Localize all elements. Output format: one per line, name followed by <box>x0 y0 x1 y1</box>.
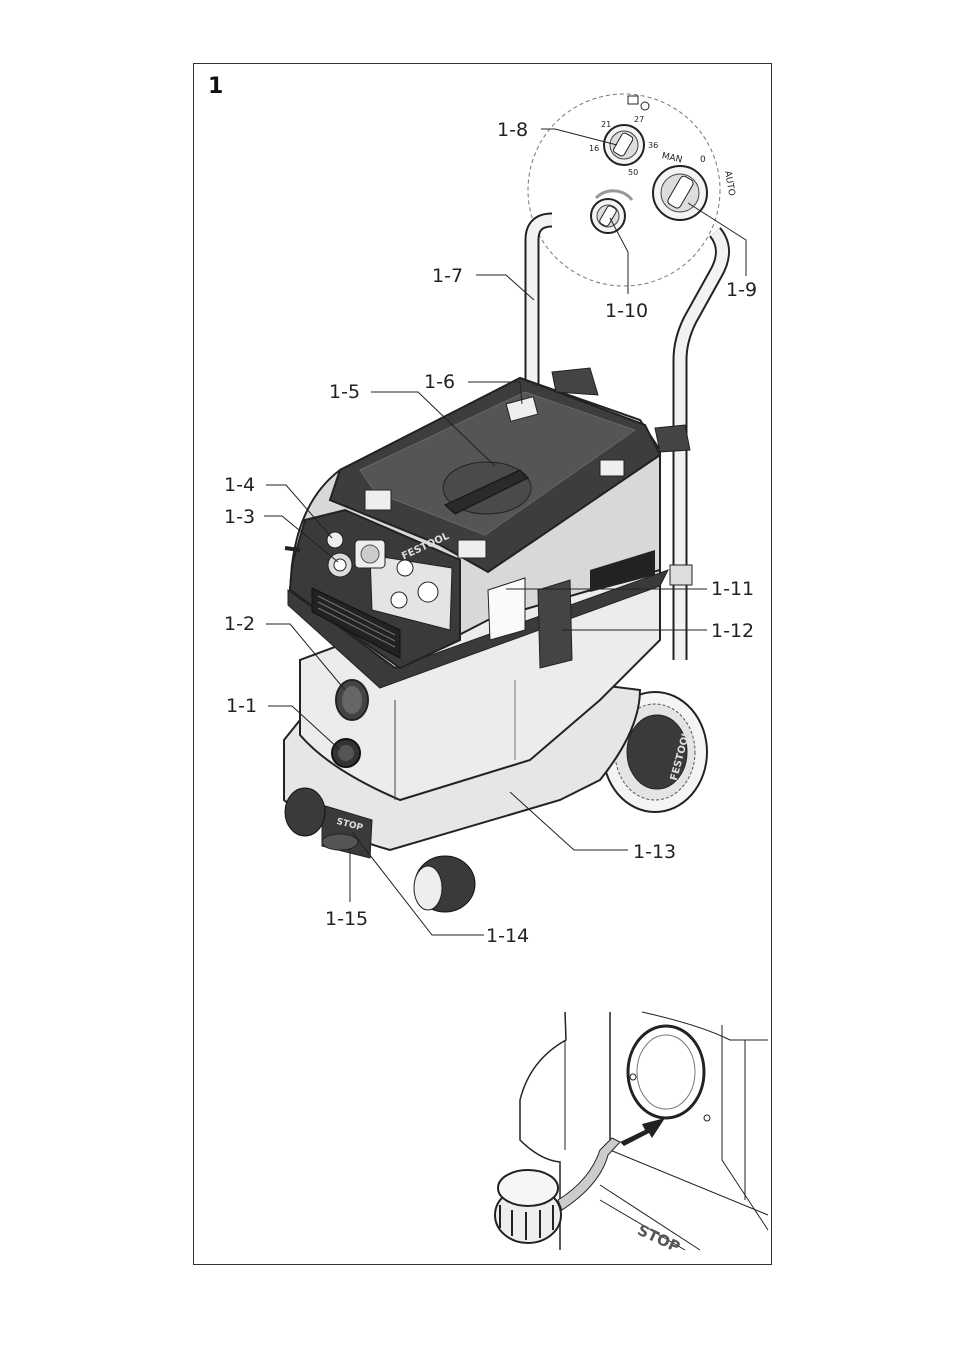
latch <box>364 489 392 511</box>
callout-1-8: 1-8 <box>497 119 528 141</box>
caster <box>284 787 326 837</box>
scale-50: 50 <box>628 168 638 177</box>
insert-arrow-icon <box>620 1118 665 1146</box>
vacuum-body: FESTOOL FESTOOL <box>283 367 708 913</box>
diameter-icon <box>640 101 650 111</box>
scale-36: 36 <box>648 141 658 150</box>
figure-number: 1 <box>208 74 224 99</box>
latch <box>457 539 487 559</box>
mode-auto: AUTO <box>722 170 736 197</box>
callout-1-2: 1-2 <box>224 613 255 635</box>
mode-man: MAN <box>661 151 683 165</box>
callout-1-14: 1-14 <box>486 925 529 947</box>
callout-1-12: 1-12 <box>711 620 754 642</box>
mode-off: 0 <box>700 155 706 165</box>
leader-lines <box>264 128 747 936</box>
callout-1-5: 1-5 <box>329 381 360 403</box>
figure-frame <box>193 63 772 1265</box>
callout-1-3: 1-3 <box>224 506 255 528</box>
scale-16: 16 <box>589 144 599 153</box>
handle-bar <box>524 212 730 660</box>
callout-1-11: 1-11 <box>711 578 754 600</box>
drain-cap-detail: STOP <box>494 1011 769 1256</box>
callout-1-9: 1-9 <box>726 279 757 301</box>
callout-1-10: 1-10 <box>605 300 648 322</box>
scale-21: 21 <box>601 120 611 129</box>
callout-1-6: 1-6 <box>424 371 455 393</box>
callout-1-13: 1-13 <box>633 841 676 863</box>
callout-1-1: 1-1 <box>226 695 257 717</box>
latch <box>599 459 625 477</box>
detail-stop-label: STOP <box>635 1221 683 1256</box>
callout-1-7: 1-7 <box>432 265 463 287</box>
scale-27: 27 <box>634 115 644 124</box>
callout-1-15: 1-15 <box>325 908 368 930</box>
control-panel-detail: 21 27 16 36 50 MAN 0 AUTO <box>527 93 736 287</box>
callout-1-4: 1-4 <box>224 474 255 496</box>
latch <box>505 396 539 422</box>
callout-labels: 1-1 1-2 1-3 1-4 1-5 1-6 1-7 1-8 1-9 1-10… <box>224 119 757 947</box>
filter-icon <box>627 95 639 105</box>
